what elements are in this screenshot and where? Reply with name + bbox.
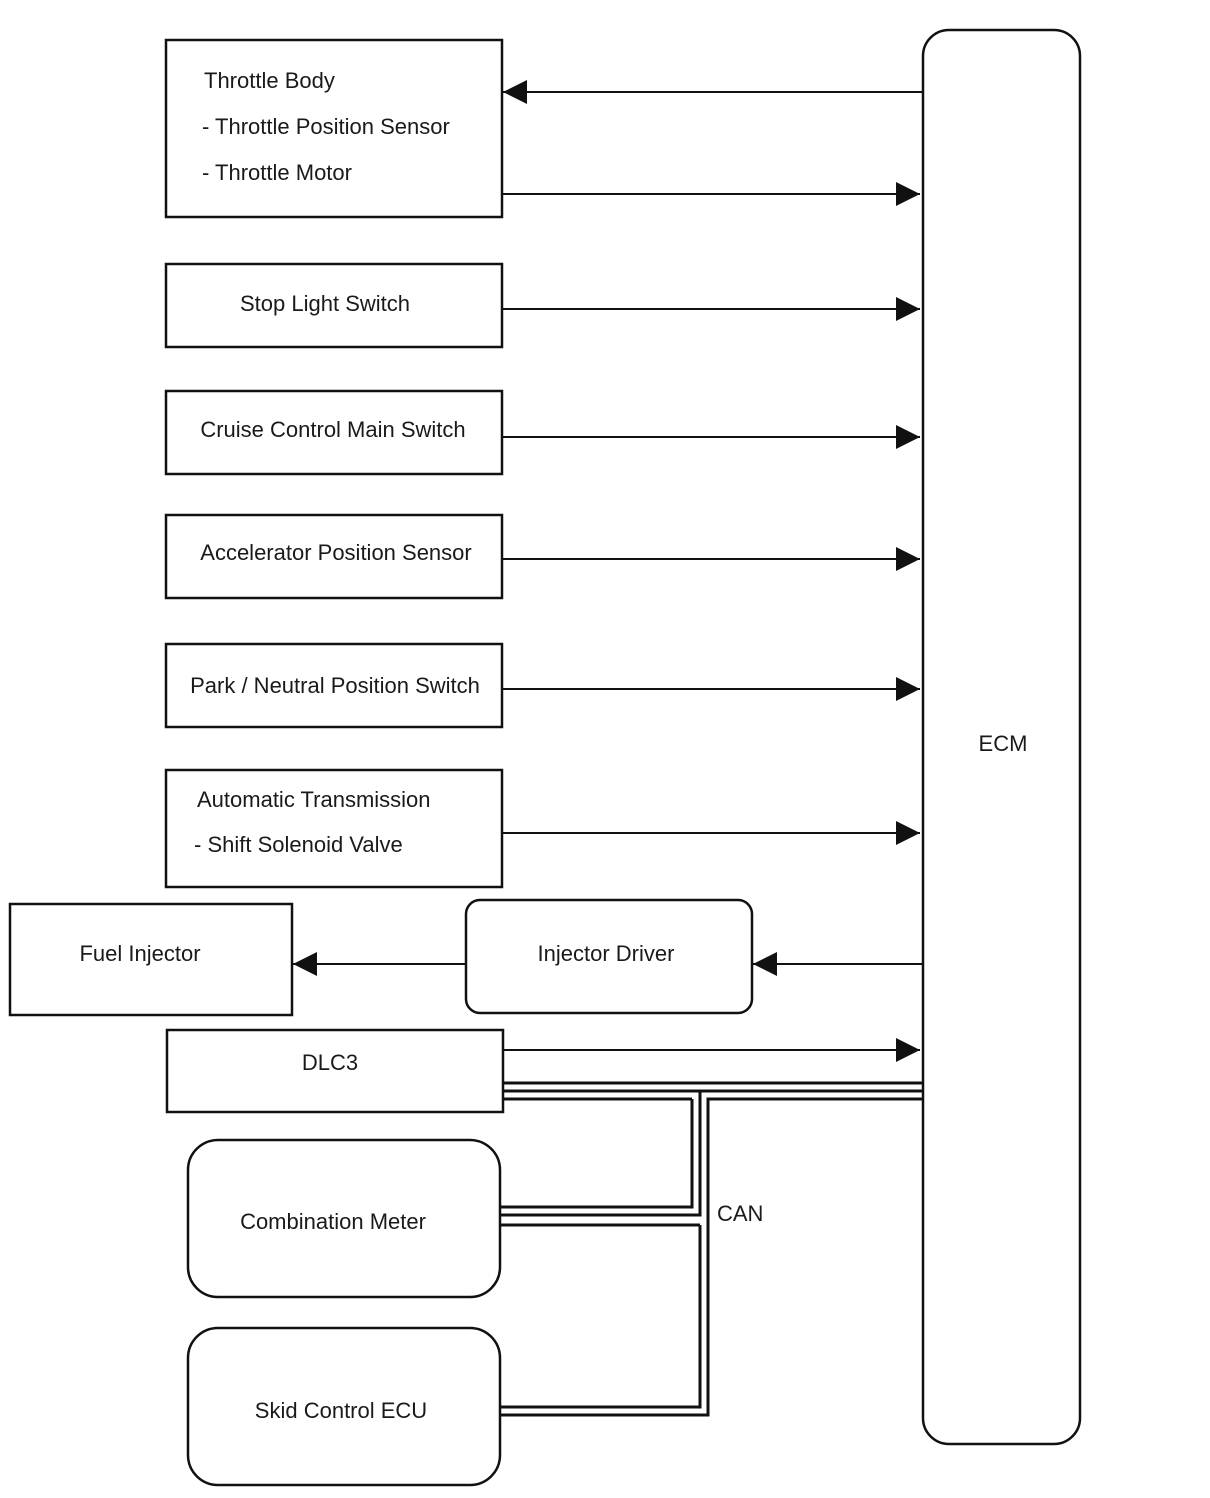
throttle-body-title: Throttle Body [204, 68, 335, 93]
cruise-control-main-switch-label: Cruise Control Main Switch [200, 417, 465, 442]
automatic-transmission-title: Automatic Transmission [197, 787, 431, 812]
park-neutral-position-switch-label: Park / Neutral Position Switch [190, 673, 480, 698]
throttle-motor-label: - Throttle Motor [202, 160, 352, 185]
throttle-position-sensor-label: - Throttle Position Sensor [202, 114, 450, 139]
accelerator-position-sensor-box [164, 513, 504, 600]
dlc3-label: DLC3 [302, 1050, 358, 1075]
fuel-injector-label: Fuel Injector [79, 941, 200, 966]
automatic-transmission-box [164, 768, 504, 889]
combination-meter-label: Combination Meter [240, 1209, 426, 1234]
ecm-label: ECM [979, 731, 1028, 756]
skid-control-ecu-label: Skid Control ECU [255, 1398, 427, 1423]
injector-driver-box [464, 898, 754, 1015]
can-bus [500, 1081, 923, 1417]
stop-light-switch-label: Stop Light Switch [240, 291, 410, 316]
throttle-body-box [164, 38, 504, 219]
stop-light-switch-box [164, 262, 504, 349]
accelerator-position-sensor-label: Accelerator Position Sensor [200, 540, 471, 565]
fuel-injector-box [8, 902, 294, 1017]
cruise-control-main-switch-box [164, 389, 504, 476]
ecm-box [921, 28, 1082, 1446]
dlc3-box [165, 1028, 505, 1114]
combination-meter-box [186, 1138, 502, 1299]
shift-solenoid-valve-label: - Shift Solenoid Valve [194, 832, 403, 857]
can-label: CAN [717, 1201, 763, 1226]
park-neutral-position-switch-box [164, 642, 504, 729]
injector-driver-label: Injector Driver [538, 941, 675, 966]
